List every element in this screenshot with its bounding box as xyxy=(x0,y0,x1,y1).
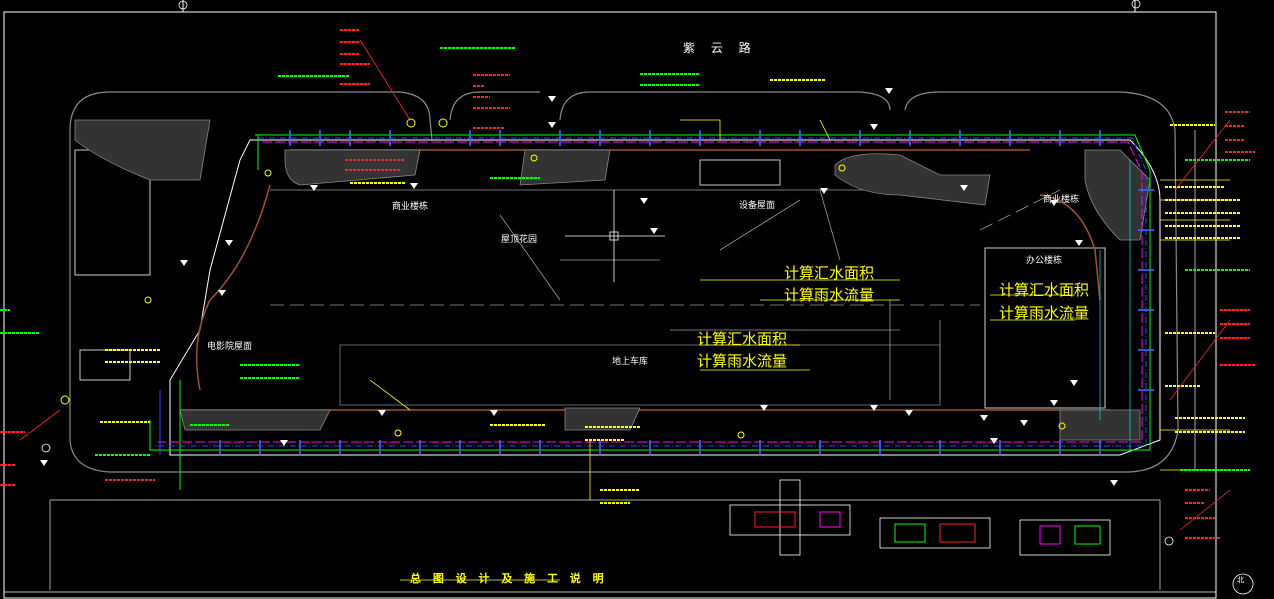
drain-markers xyxy=(40,88,1118,486)
planting-areas xyxy=(74,119,1151,441)
grid-axis-markers xyxy=(41,0,1254,595)
calc-flow-label-1: 计算雨水流量 xyxy=(784,286,875,304)
cad-crosshair xyxy=(565,190,665,282)
section-details xyxy=(729,479,1111,556)
small-notes-yellow xyxy=(100,79,1245,504)
calc-area-label-2: 计算汇水面积 xyxy=(999,281,1090,299)
label-cinema-roof: 电影院屋面 xyxy=(207,342,253,352)
road-name: 紫 云 路 xyxy=(683,41,757,55)
label-commercial-west: 商业楼栋 xyxy=(392,202,429,212)
section-details-colored xyxy=(754,511,1101,545)
small-notes-green xyxy=(0,47,1250,471)
calc-flow-label-2: 计算雨水流量 xyxy=(999,304,1090,322)
calc-area-label-3: 计算汇水面积 xyxy=(697,330,788,348)
drawing-title: 总 图 设 计 及 施 工 说 明 xyxy=(410,572,608,585)
label-commercial-east: 商业楼栋 xyxy=(1043,195,1080,205)
small-notes-red xyxy=(0,29,1255,539)
label-equipment-roof: 设备屋面 xyxy=(739,201,776,211)
calc-area-label-1: 计算汇水面积 xyxy=(784,264,875,282)
cyan-lines xyxy=(1099,160,1131,450)
red-leader-lines xyxy=(19,39,1231,531)
calc-flow-label-3: 计算雨水流量 xyxy=(697,352,788,370)
road-outline xyxy=(49,91,1196,590)
drawing-frame xyxy=(3,0,1217,599)
label-office: 办公楼栋 xyxy=(1026,256,1063,266)
label-roof-garden: 屋顶花园 xyxy=(501,235,538,245)
inspection-wells xyxy=(60,118,1066,439)
label-parking: 地上车库 xyxy=(612,357,649,367)
roof-division-lines xyxy=(270,189,1061,400)
north-mark: 北 xyxy=(1237,576,1244,584)
title-block xyxy=(4,579,1216,593)
pipe-fixtures xyxy=(219,130,1154,456)
